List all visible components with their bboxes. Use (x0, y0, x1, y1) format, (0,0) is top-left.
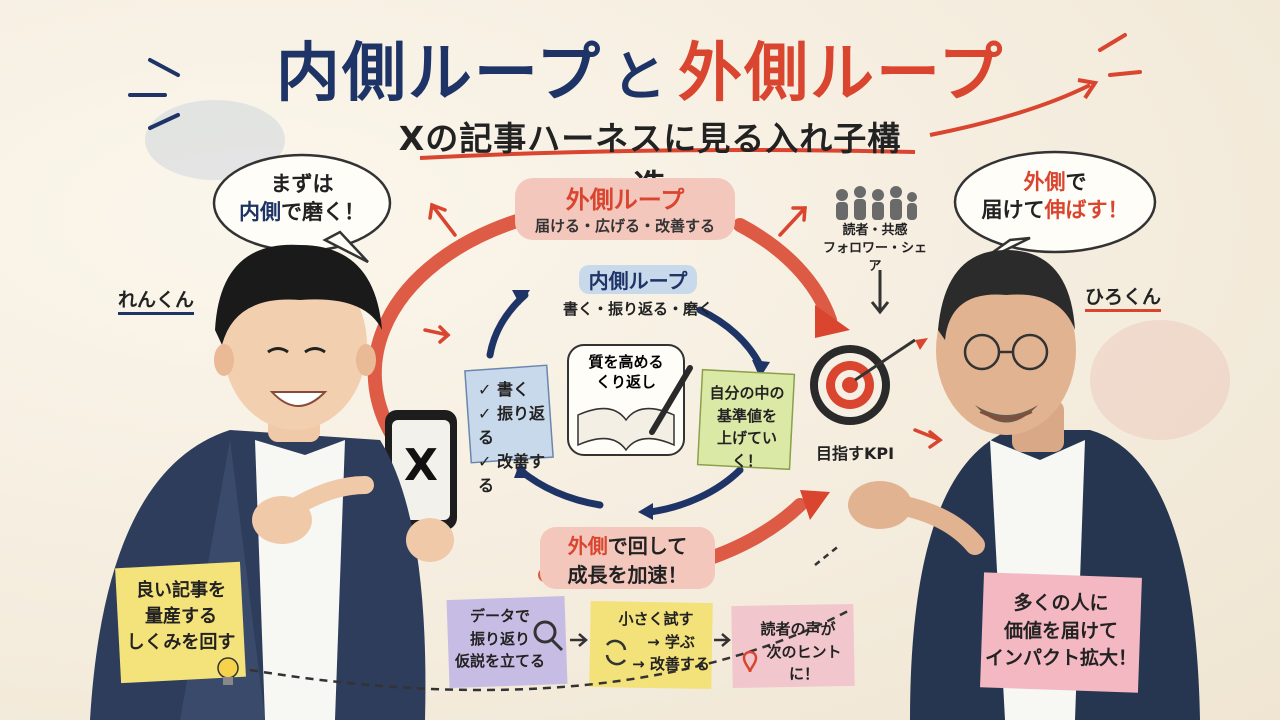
flow-step-line: → 学ぶ (647, 632, 695, 651)
left-bubble-rest: で磨く！ (281, 200, 365, 225)
checklist-item: ✓ 振り返る (478, 404, 545, 447)
watercolor-stain-blue (145, 100, 285, 180)
flow-step-line: データで (469, 607, 530, 625)
flow-step-3: 読者の声が 次のヒントに！ (742, 618, 854, 686)
quality-card-line2: くり返し (595, 373, 656, 392)
growth-banner-line2: 成長を加速！ (567, 563, 688, 587)
flow-step-2: 小さく試す → 学ぶ → 改善する (600, 608, 712, 676)
left-sticky-line3: しくみを回す (126, 632, 236, 654)
growth-banner-emphasis: 外側 (567, 534, 608, 558)
watercolor-stain-red (1090, 320, 1230, 440)
outer-loop-arrowheads (800, 305, 850, 520)
title-swoosh-arrowhead (1077, 78, 1099, 100)
quality-card-line1: 質を高める (588, 353, 664, 371)
reader-down-arrow (870, 270, 890, 315)
standard-note: 自分の中の 基準値を 上げていく！ (704, 382, 790, 472)
lightbulb-icon (217, 657, 239, 685)
outer-loop-label: 外側ループ (565, 186, 685, 214)
phone-x-logo: X (404, 440, 438, 491)
growth-banner: 外側で回して 成長を加速！ (540, 527, 715, 589)
standard-note-line3: 上げていく！ (716, 429, 777, 470)
right-bubble-line1-rest: で (1065, 170, 1087, 194)
title-and: と (612, 45, 668, 108)
reader-group-label: 読者・共感 フォロワー・シェア (820, 222, 930, 277)
target-icon (810, 338, 928, 425)
flow-step-line: 小さく試す (618, 610, 694, 628)
speech-bubble-shapes (212, 150, 1157, 267)
reader-group-line2: フォロワー・シェア (822, 241, 927, 275)
subtitle-underline (419, 148, 916, 160)
flow-step-line: 振り返り (469, 629, 530, 648)
growth-banner-rest: で回して (607, 534, 688, 558)
target-kpi-label: 目指すKPI (815, 444, 895, 463)
right-sticky-line3: インパクト拡大！ (985, 647, 1138, 670)
right-sticky-line1: 多くの人に (1013, 592, 1109, 614)
left-person-name: れんくん (118, 285, 195, 315)
small-red-arrows (423, 202, 943, 449)
right-speech-bubble: 外側で 届けて伸ばす！ (962, 168, 1148, 225)
right-sticky-note: 多くの人に 価値を届けて インパクト拡大！ (985, 590, 1137, 673)
left-bubble-line1: まずは (270, 172, 334, 196)
left-sticky-line2: 量産する (145, 606, 217, 628)
flow-step-line: 読者の声が (760, 620, 836, 638)
magnifier-icon (533, 620, 564, 652)
title-outer: 外側ループ (678, 37, 1005, 111)
flow-arrows (249, 544, 851, 692)
right-person-name: ひろくん (1085, 282, 1162, 312)
inner-loop-label: 内側ループ (578, 265, 698, 294)
burst-lines-right (1098, 33, 1142, 77)
note-backgrounds (464, 344, 796, 471)
page-title: 内側ループと外側ループ (0, 22, 1280, 114)
left-sticky-line1: 良い記事を (136, 580, 226, 601)
right-bubble-emphasis-1: 外側 (1023, 170, 1066, 194)
standard-note-line2: 基準値を (716, 406, 777, 425)
reader-group-line1: 読者・共感 (842, 223, 908, 238)
cycle-icon (605, 639, 627, 666)
inner-loop-desc: 書く・振り返る・磨く (562, 300, 713, 318)
inner-loop-arrowheads (512, 290, 770, 520)
flow-step-1: データで 振り返り 仮説を立てる (455, 605, 545, 673)
inner-loop-banner: 内側ループ 書く・振り返る・磨く (548, 265, 728, 319)
sticky-backgrounds (115, 561, 1142, 693)
standard-note-line1: 自分の中の (709, 384, 785, 402)
left-bubble-line2: 内側で磨く！ (222, 198, 382, 226)
left-speech-bubble: まずは 内側で磨く！ (222, 170, 382, 227)
flow-step-line: 仮説を立てる (455, 652, 546, 670)
right-bubble-line2: 届けて伸ばす！ (962, 196, 1148, 224)
flow-step-line: → 改善する (632, 655, 710, 673)
left-bubble-emphasis: 内側 (239, 200, 281, 225)
outer-loop-banner: 外側ループ 届ける・広げる・改善する (515, 178, 735, 240)
reader-silhouettes-icon (836, 186, 917, 220)
quality-card: 質を高める くり返し (572, 352, 680, 393)
heart-icon (742, 650, 758, 673)
right-bubble-line2-text: 届けて (981, 198, 1045, 223)
right-bubble-line1: 外側で (962, 168, 1148, 196)
outer-loop-desc: 届ける・広げる・改善する (534, 217, 715, 235)
burst-lines-left (128, 58, 180, 130)
checklist-item: ✓ 改善する (478, 452, 545, 495)
title-inner: 内側ループ (275, 37, 602, 111)
left-sticky-note: 良い記事を 量産する しくみを回す (122, 578, 240, 656)
right-sticky-line2: 価値を届けて (1003, 619, 1118, 642)
title-swoosh (929, 83, 1091, 137)
right-bubble-emphasis-2: 伸ばす！ (1044, 198, 1129, 223)
checklist-note: ✓ 書く ✓ 振り返る ✓ 改善する (478, 378, 548, 498)
checklist-item: ✓ 書く (478, 380, 529, 399)
flow-step-line: 次のヒントに！ (766, 642, 842, 684)
growth-banner-line1: 外側で回して (540, 530, 715, 559)
